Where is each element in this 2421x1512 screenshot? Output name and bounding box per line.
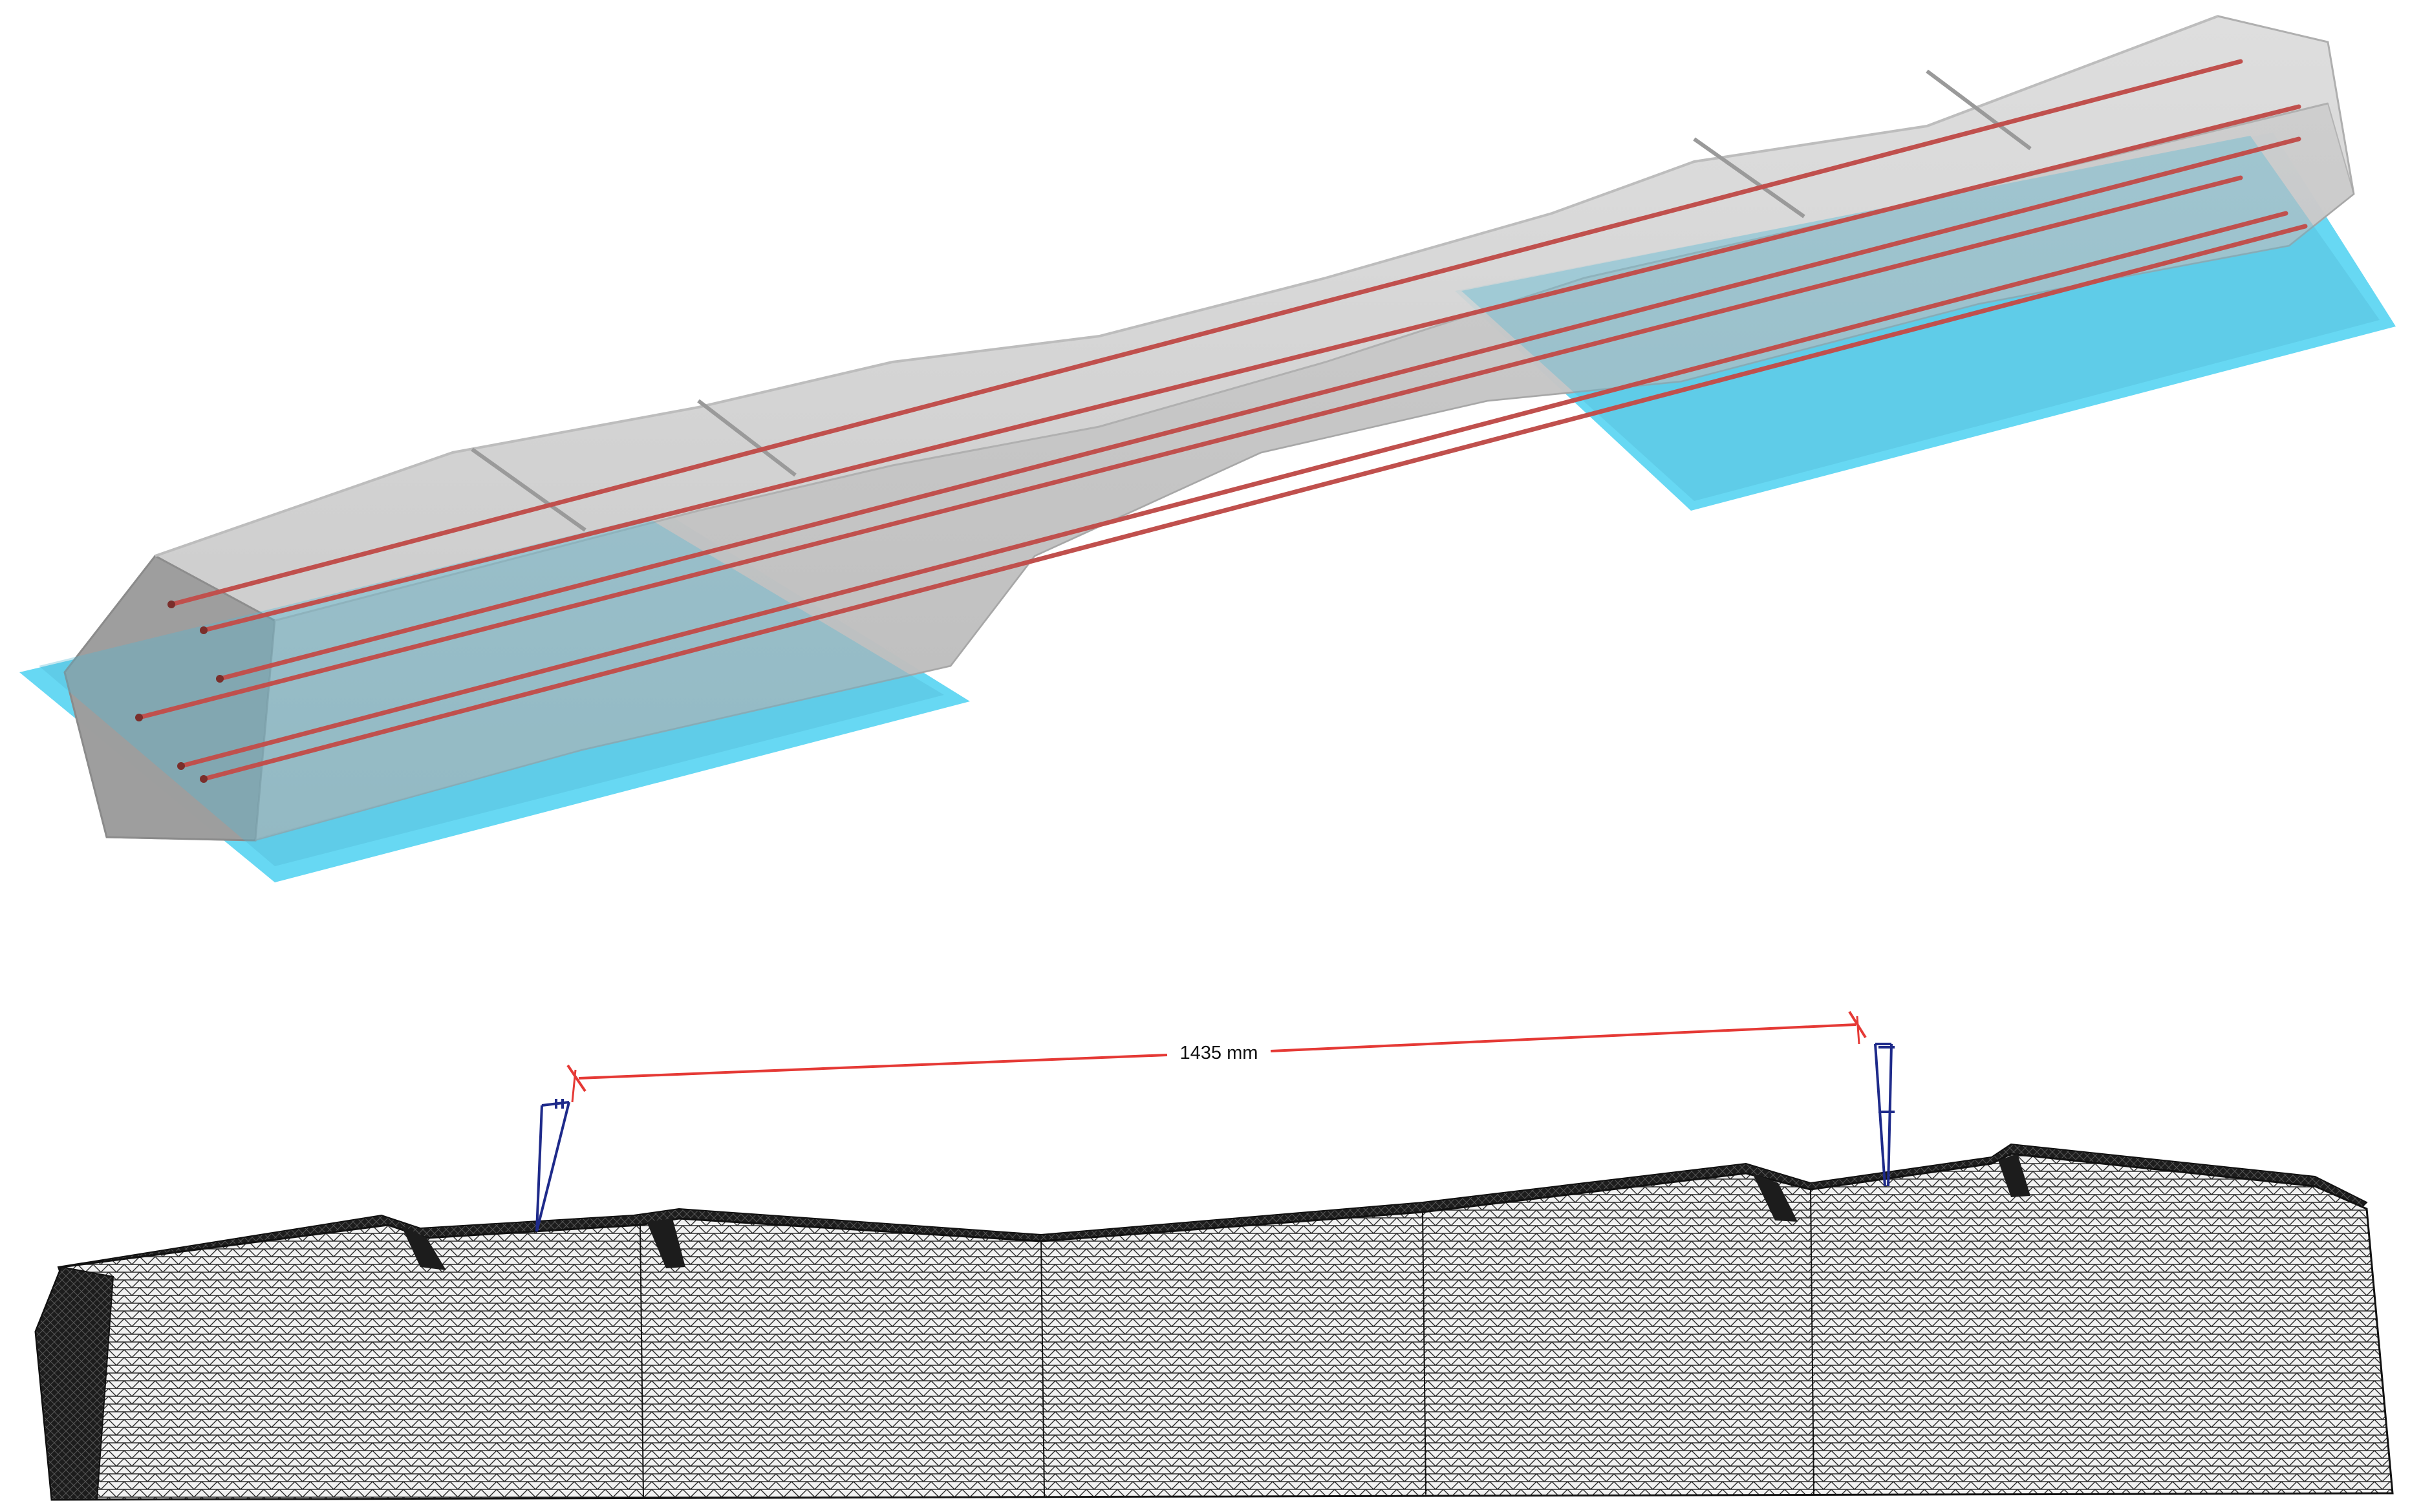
dimension-tick-right-ext xyxy=(1856,1016,1860,1045)
tendon-4 xyxy=(136,175,2243,720)
tendon-3 xyxy=(217,136,2301,681)
rail-seat-grooves xyxy=(471,69,2032,532)
tendon-5 xyxy=(178,211,2288,769)
tendon-1 xyxy=(169,59,2243,607)
dimension-tick-left-ext xyxy=(571,1069,577,1103)
gauge-dimension-label: 1435 mm xyxy=(1180,1043,1258,1063)
mesh-rail-seat-notches xyxy=(401,1154,2030,1270)
mesh-region-edges xyxy=(640,1189,1814,1499)
mesh-body xyxy=(34,1153,2394,1501)
mesh-end-face xyxy=(34,1266,114,1500)
sleeper-mesh-view: 1435 mm xyxy=(34,1010,2394,1501)
gauge-dimension: 1435 mm xyxy=(566,1010,1867,1103)
dimension-line-left xyxy=(578,1054,1168,1080)
sleeper-3d-view xyxy=(19,15,2396,882)
tendons xyxy=(136,59,2308,782)
tendon-6 xyxy=(201,224,2308,782)
support-pad-left-overlay xyxy=(39,517,944,866)
rail-marker-right xyxy=(1874,1043,1895,1187)
dimension-tick-left xyxy=(566,1064,586,1092)
rail-marker-left xyxy=(535,1099,570,1232)
sleeper-top-ridge xyxy=(155,15,2219,557)
support-pad-right-overlay xyxy=(1461,136,2380,501)
tendon-ends xyxy=(135,601,224,783)
tendon-2 xyxy=(201,104,2301,633)
dimension-line-right xyxy=(1270,1023,1856,1052)
